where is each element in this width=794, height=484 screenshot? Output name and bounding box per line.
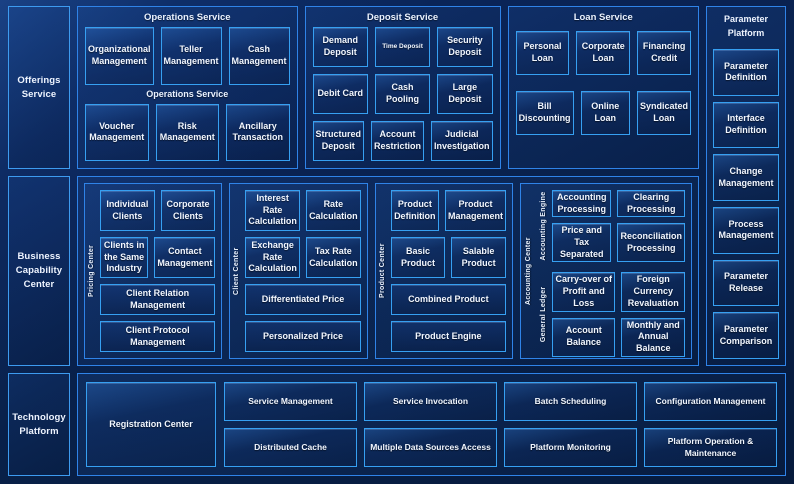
- box-risk-management[interactable]: Risk Management: [155, 103, 220, 161]
- box-product-management[interactable]: Product Management: [444, 190, 506, 231]
- technology-platform-frame: Registration Center Service Management S…: [77, 373, 786, 476]
- vlabel-product-center: Product Center: [378, 243, 386, 299]
- box-combined-product[interactable]: Combined Product: [390, 284, 506, 315]
- box-change-management[interactable]: Change Management: [713, 154, 779, 202]
- box-distributed-cache[interactable]: Distributed Cache: [224, 428, 357, 467]
- vlabel-accounting-center: Accounting Center: [524, 237, 532, 305]
- box-foreign-currency-revaluation[interactable]: Foreign Currency Revaluation: [621, 272, 685, 312]
- box-differentiated-price[interactable]: Differentiated Price: [245, 284, 361, 315]
- box-clearing-processing[interactable]: Clearing Processing: [617, 190, 685, 218]
- group-pricing-center[interactable]: Pricing Center Individual Clients Corpor…: [84, 183, 223, 359]
- box-product-engine[interactable]: Product Engine: [390, 321, 506, 352]
- box-financing-credit[interactable]: Financing Credit: [637, 31, 691, 75]
- box-syndicated-loan[interactable]: Syndicated Loan: [636, 91, 691, 135]
- box-monthly-and-annual-balance[interactable]: Monthly and Annual Balance: [621, 317, 685, 357]
- box-rate-calculation[interactable]: Rate Calculation: [305, 190, 361, 231]
- box-corporate-loan[interactable]: Corporate Loan: [576, 31, 631, 75]
- group-product-center[interactable]: Product Center Product Definition Produc…: [374, 183, 513, 359]
- group-parameter-platform[interactable]: Parameter Platform Parameter Definition …: [706, 6, 786, 366]
- param-title-line1: Parameter: [723, 14, 769, 24]
- box-reconciliation-processing[interactable]: Reconciliation Processing: [617, 223, 685, 263]
- box-multiple-data-sources-access[interactable]: Multiple Data Sources Access: [364, 428, 497, 467]
- group-title-parameter-platform: Parameter Platform: [713, 11, 779, 43]
- box-parameter-comparison[interactable]: Parameter Comparison: [713, 312, 779, 360]
- box-large-deposit[interactable]: Large Deposit: [437, 74, 493, 114]
- param-title-line2: Platform: [727, 27, 765, 38]
- box-platform-operation-maintenance[interactable]: Platform Operation & Maintenance: [644, 428, 777, 467]
- box-online-loan[interactable]: Online Loan: [580, 91, 630, 135]
- group-operations-service[interactable]: Operations Service Organizational Manage…: [77, 6, 298, 169]
- box-configuration-management[interactable]: Configuration Management: [644, 382, 777, 421]
- box-judicial-investigation[interactable]: Judicial Investigation: [431, 121, 493, 161]
- box-voucher-management[interactable]: Voucher Management: [85, 103, 149, 161]
- box-cash-pooling[interactable]: Cash Pooling: [374, 74, 431, 114]
- box-debit-card[interactable]: Debit Card: [312, 74, 368, 114]
- box-account-restriction[interactable]: Account Restriction: [371, 121, 425, 161]
- box-clients-in-same-industry[interactable]: Clients in the Same Industry: [100, 237, 149, 278]
- subgroup-general-ledger: General Ledger Carry-over of Profit and …: [537, 272, 685, 357]
- group-client-center[interactable]: Client Center Interest Rate Calculation …: [229, 183, 368, 359]
- box-bill-discounting[interactable]: Bill Discounting: [515, 91, 574, 135]
- box-ancillary-transaction[interactable]: Ancillary Transaction: [226, 103, 290, 161]
- box-parameter-release[interactable]: Parameter Release: [713, 259, 779, 307]
- box-service-management[interactable]: Service Management: [224, 382, 357, 421]
- group-deposit-service[interactable]: Deposit Service Demand Deposit Time Depo…: [304, 6, 501, 169]
- box-corporate-clients[interactable]: Corporate Clients: [160, 190, 216, 231]
- box-parameter-definition[interactable]: Parameter Definition: [713, 49, 779, 96]
- group-title-loan-service: Loan Service: [573, 12, 633, 23]
- group-loan-service[interactable]: Loan Service Personal Loan Corporate Loa…: [507, 6, 699, 169]
- box-registration-center[interactable]: Registration Center: [86, 382, 216, 467]
- box-individual-clients[interactable]: Individual Clients: [100, 190, 155, 231]
- box-basic-product[interactable]: Basic Product: [390, 237, 446, 278]
- box-carry-over-of-profit-and-loss[interactable]: Carry-over of Profit and Loss: [551, 272, 616, 312]
- group-title-operations-service: Operations Service: [143, 12, 231, 23]
- bcc-content-frame: Pricing Center Individual Clients Corpor…: [77, 176, 699, 366]
- box-personalized-price[interactable]: Personalized Price: [245, 321, 361, 352]
- parameter-platform-column: Parameter Platform Parameter Definition …: [706, 6, 786, 366]
- box-client-protocol-management[interactable]: Client Protocol Management: [100, 321, 216, 352]
- box-exchange-rate-calculation[interactable]: Exchange Rate Calculation: [245, 237, 300, 278]
- vlabel-client-center: Client Center: [233, 247, 241, 295]
- box-accounting-processing[interactable]: Accounting Processing: [551, 190, 612, 218]
- box-account-balance[interactable]: Account Balance: [551, 317, 616, 357]
- box-personal-loan[interactable]: Personal Loan: [515, 31, 570, 75]
- box-cash-management[interactable]: Cash Management: [228, 27, 290, 85]
- group-title-deposit-service: Deposit Service: [366, 12, 439, 23]
- box-organizational-management[interactable]: Organizational Management: [85, 27, 154, 85]
- box-salable-product[interactable]: Salable Product: [451, 237, 506, 278]
- box-contact-management[interactable]: Contact Management: [154, 237, 216, 278]
- vlabel-pricing-center: Pricing Center: [88, 244, 95, 298]
- vlabel-general-ledger: General Ledger: [539, 286, 547, 343]
- box-batch-scheduling[interactable]: Batch Scheduling: [504, 382, 637, 421]
- box-time-deposit[interactable]: Time Deposit: [374, 27, 431, 67]
- box-service-invocation[interactable]: Service Invocation: [364, 382, 497, 421]
- box-product-definition[interactable]: Product Definition: [390, 190, 439, 231]
- box-interface-definition[interactable]: Interface Definition: [713, 101, 779, 149]
- vlabel-accounting-engine: Accounting Engine: [539, 191, 547, 261]
- box-price-and-tax-separated[interactable]: Price and Tax Separated: [551, 223, 612, 263]
- box-platform-monitoring[interactable]: Platform Monitoring: [504, 428, 637, 467]
- box-security-deposit[interactable]: Security Deposit: [437, 27, 493, 67]
- subgroup-accounting-engine: Accounting Engine Accounting Processing …: [537, 190, 685, 263]
- box-client-relation-management[interactable]: Client Relation Management: [100, 284, 216, 315]
- box-structured-deposit[interactable]: Structured Deposit: [312, 121, 365, 161]
- group-subtitle-operations-service: Operations Service: [146, 88, 229, 99]
- box-tax-rate-calculation[interactable]: Tax Rate Calculation: [305, 237, 361, 278]
- group-accounting-center[interactable]: Accounting Center Accounting Engine Acco…: [519, 183, 692, 359]
- box-teller-management[interactable]: Teller Management: [160, 27, 222, 85]
- box-process-management[interactable]: Process Management: [713, 207, 779, 254]
- box-interest-rate-calculation[interactable]: Interest Rate Calculation: [245, 190, 300, 231]
- box-demand-deposit[interactable]: Demand Deposit: [312, 27, 368, 67]
